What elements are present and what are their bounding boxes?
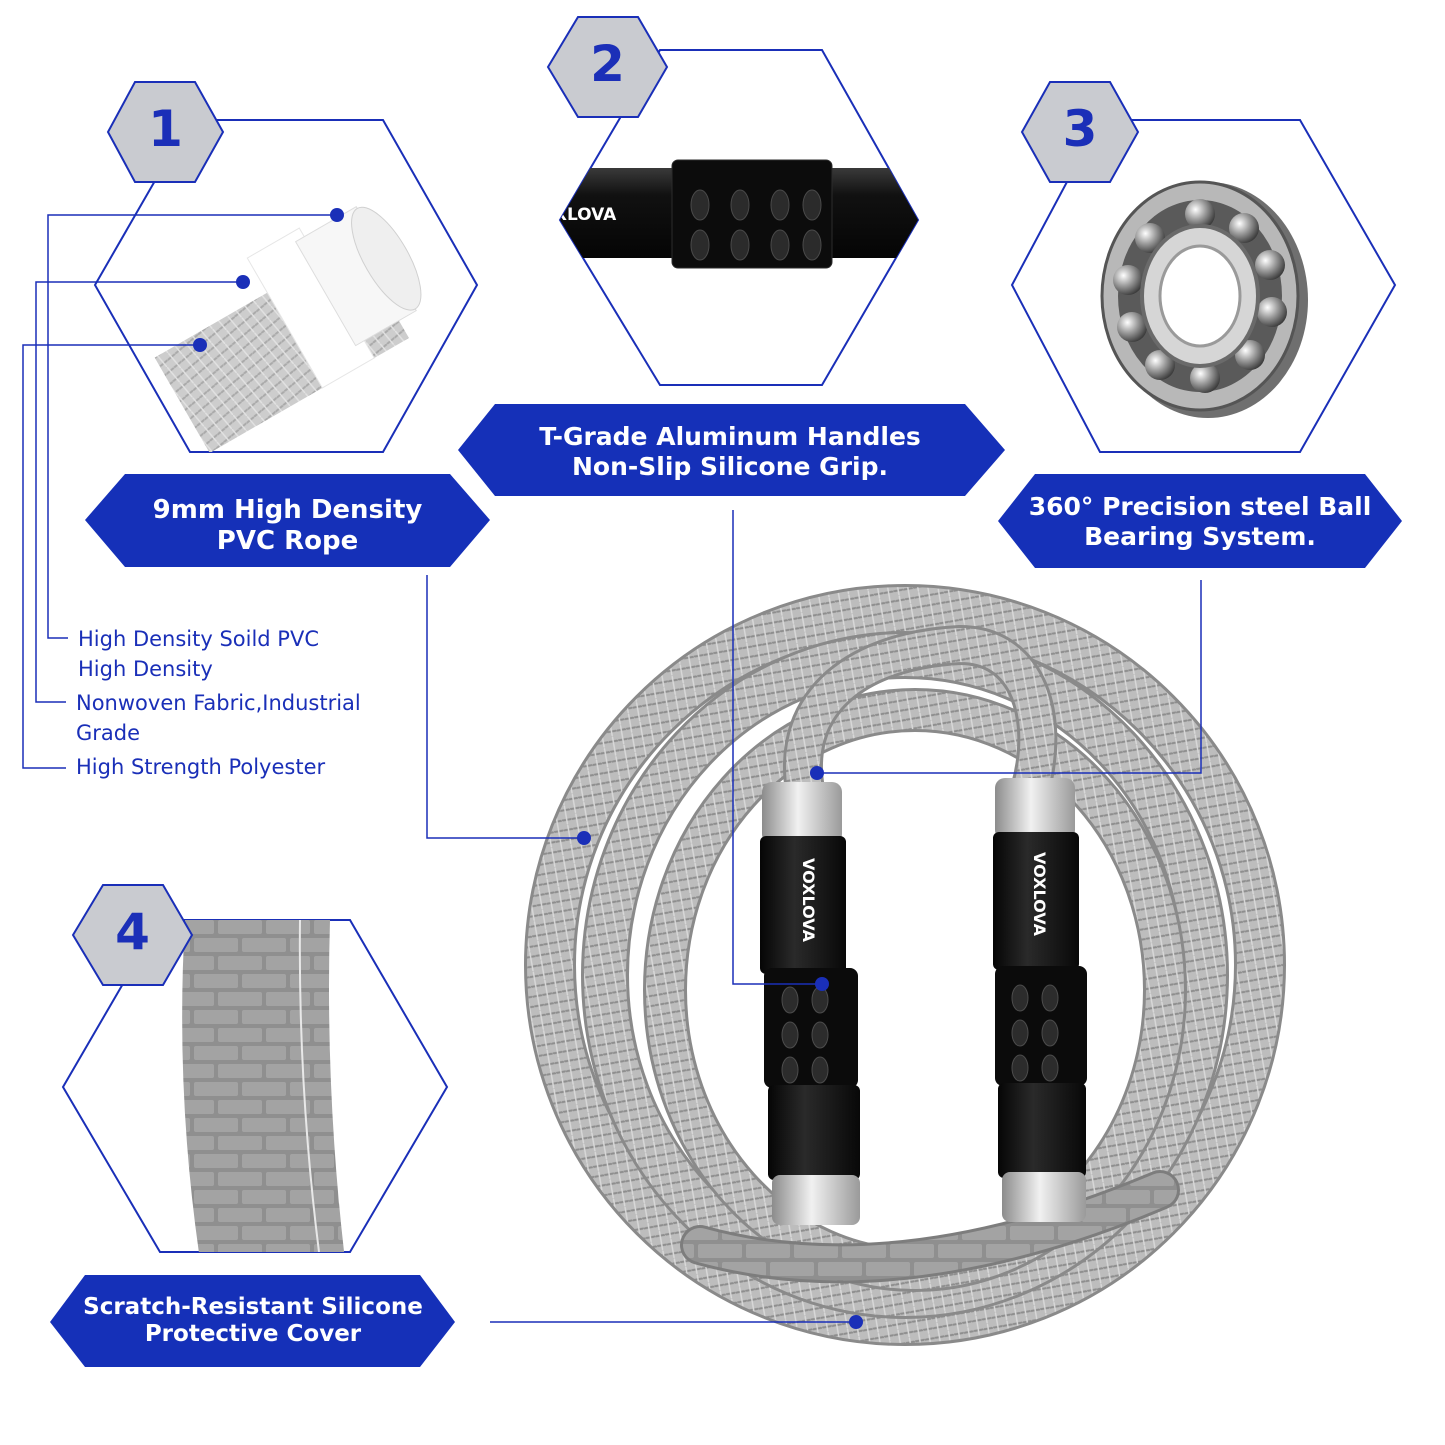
feature-title-2-line1: T-Grade Aluminum Handles bbox=[539, 422, 921, 451]
feature-title-3-line2: Bearing System. bbox=[1084, 521, 1316, 551]
feature-title-4-line1: Scratch-Resistant Silicone bbox=[83, 1294, 423, 1320]
rope-layers-image bbox=[154, 206, 422, 452]
feature-banner-2 bbox=[458, 404, 1005, 496]
layer-label-1-line2: High Density bbox=[78, 657, 213, 681]
feature-panel-3 bbox=[1010, 81, 1397, 453]
handle-image: OXLOVA bbox=[540, 159, 918, 269]
layer-label-1: High Density Soild PVC High Density bbox=[78, 624, 408, 684]
layer-label-3: High Strength Polyester bbox=[76, 752, 406, 782]
badge-hexagon bbox=[546, 16, 669, 118]
right-handle-brand-text: VOXLOVA bbox=[1030, 852, 1049, 937]
feature-title-1: 9mm High Density PVC Rope bbox=[105, 495, 470, 556]
layer-label-1-line1: High Density Soild PVC bbox=[78, 627, 319, 651]
feature-title-1-line2: PVC Rope bbox=[216, 525, 359, 556]
badge-hexagon bbox=[71, 884, 194, 986]
feature-panel-1 bbox=[93, 81, 479, 453]
callout-lines bbox=[426, 510, 1202, 1323]
layer-label-2: Nonwoven Fabric,Industrial Grade bbox=[76, 688, 406, 748]
layer-leader-lines bbox=[22, 214, 337, 769]
feature-title-3: 360° Precision steel Ball Bearing System… bbox=[1005, 492, 1395, 551]
feature-title-4: Scratch-Resistant Silicone Protective Co… bbox=[58, 1294, 448, 1348]
badge-hexagon bbox=[1020, 81, 1140, 183]
jump-rope-image: VOXLOVA VOXLOVA bbox=[524, 584, 1286, 1346]
feature-panel-2: OXLOVA bbox=[540, 16, 920, 386]
callout-dots bbox=[577, 766, 863, 1329]
layer-label-2-line2: Grade bbox=[76, 721, 141, 745]
feature-title-2-line2: Non-Slip Silicone Grip. bbox=[572, 451, 888, 481]
handle-brand-text: OXLOVA bbox=[540, 205, 617, 225]
badge-number-3: 3 bbox=[1062, 100, 1098, 158]
feature-banner-3 bbox=[998, 474, 1402, 568]
feature-title-1-line1: 9mm High Density bbox=[152, 495, 423, 525]
layer-label-3-line1: High Strength Polyester bbox=[76, 755, 326, 779]
feature-title-4-line2: Protective Cover bbox=[144, 1321, 362, 1348]
left-handle-brand-text: VOXLOVA bbox=[799, 858, 818, 943]
silicone-cover-image bbox=[182, 920, 345, 1252]
feature-banner-1 bbox=[85, 474, 490, 567]
bearing-image bbox=[1100, 180, 1308, 418]
right-handle: VOXLOVA bbox=[993, 778, 1087, 1222]
feature-title-3-line1: 360° Precision steel Ball bbox=[1028, 492, 1372, 521]
feature-panel-4 bbox=[61, 884, 449, 1253]
feature-banner-4 bbox=[50, 1275, 455, 1367]
badge-hexagon bbox=[106, 81, 225, 183]
badge-number-1: 1 bbox=[148, 100, 183, 158]
badge-number-2: 2 bbox=[590, 35, 625, 93]
layer-label-2-line1: Nonwoven Fabric,Industrial bbox=[76, 691, 361, 715]
badge-number-4: 4 bbox=[115, 903, 150, 961]
feature-title-2: T-Grade Aluminum Handles Non-Slip Silico… bbox=[470, 422, 990, 481]
left-handle: VOXLOVA bbox=[760, 782, 860, 1225]
